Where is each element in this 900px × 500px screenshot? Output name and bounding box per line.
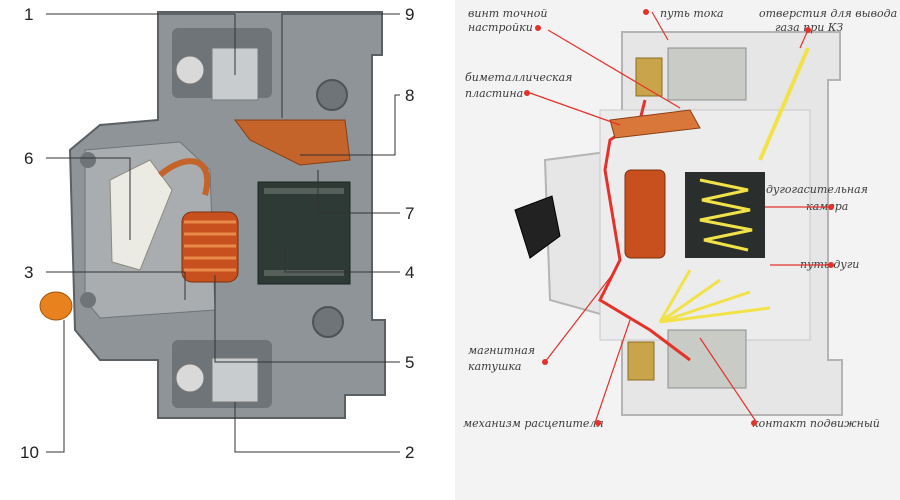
left-coil-windings xyxy=(184,220,236,272)
left-hole-side-top xyxy=(80,152,96,168)
label-bimetal: биметаллическая xyxy=(465,71,572,84)
right-gas-vent-path xyxy=(758,47,810,161)
callout-2: 2 xyxy=(405,443,414,462)
callout-6: 6 xyxy=(24,149,33,168)
right-leader-lines xyxy=(529,11,828,424)
callout-9: 9 xyxy=(405,5,414,24)
label-arc-chamber: дугогасительная xyxy=(766,183,868,196)
right-toggle-lever xyxy=(514,195,561,259)
right-top-terminal xyxy=(667,47,747,101)
label-gas-vents: отверстия для вывода xyxy=(759,7,897,20)
left-bottom-screw xyxy=(175,363,205,393)
left-hole-bottom xyxy=(312,306,344,338)
left-hole-side-bottom xyxy=(80,292,96,308)
right-breaker-photo xyxy=(455,0,900,500)
label-bimetal-2: пластина xyxy=(465,87,523,100)
left-toggle-lever xyxy=(109,159,173,271)
right-label-texts: винт точной настройки путь тока отверсти… xyxy=(463,7,897,430)
callout-7: 7 xyxy=(405,204,414,223)
callout-8: 8 xyxy=(405,86,414,105)
callout-10: 10 xyxy=(20,443,39,462)
label-coil: магнитная xyxy=(468,344,535,357)
left-bimetal-strip xyxy=(234,119,351,166)
label-adjust-screw-2: настройки xyxy=(468,21,533,34)
left-callout-lines xyxy=(46,13,400,453)
label-release: механизм расцепителя xyxy=(463,417,604,430)
label-adjust-screw: винт точной xyxy=(468,7,548,20)
left-callout-numbers: 1 9 8 6 7 3 4 5 10 2 xyxy=(20,5,414,462)
label-moving-contact: контакт подвижный xyxy=(752,417,880,430)
right-arc-fan xyxy=(658,269,771,324)
callout-1: 1 xyxy=(24,5,33,24)
right-bimetal-strip xyxy=(609,109,701,139)
left-arc-chute xyxy=(257,181,351,285)
label-coil-2: катушка xyxy=(468,360,522,373)
left-handle-knob[interactable] xyxy=(39,291,73,321)
callout-4: 4 xyxy=(405,263,414,282)
label-current-path: путь тока xyxy=(660,7,724,20)
left-top-screw xyxy=(175,55,205,85)
right-bottom-terminal xyxy=(667,329,747,389)
right-magnetic-coil xyxy=(624,169,666,259)
left-breaker-photo xyxy=(39,11,386,419)
right-bottom-screw xyxy=(627,341,655,381)
right-arc-zigzag xyxy=(699,178,753,252)
callout-5: 5 xyxy=(405,353,414,372)
left-arc-chute-plates xyxy=(264,188,344,276)
callout-3: 3 xyxy=(24,263,33,282)
left-hole-top xyxy=(316,79,348,111)
left-copper-braid xyxy=(158,158,211,196)
right-label-dots xyxy=(524,9,834,426)
left-bottom-clamp xyxy=(211,357,259,403)
